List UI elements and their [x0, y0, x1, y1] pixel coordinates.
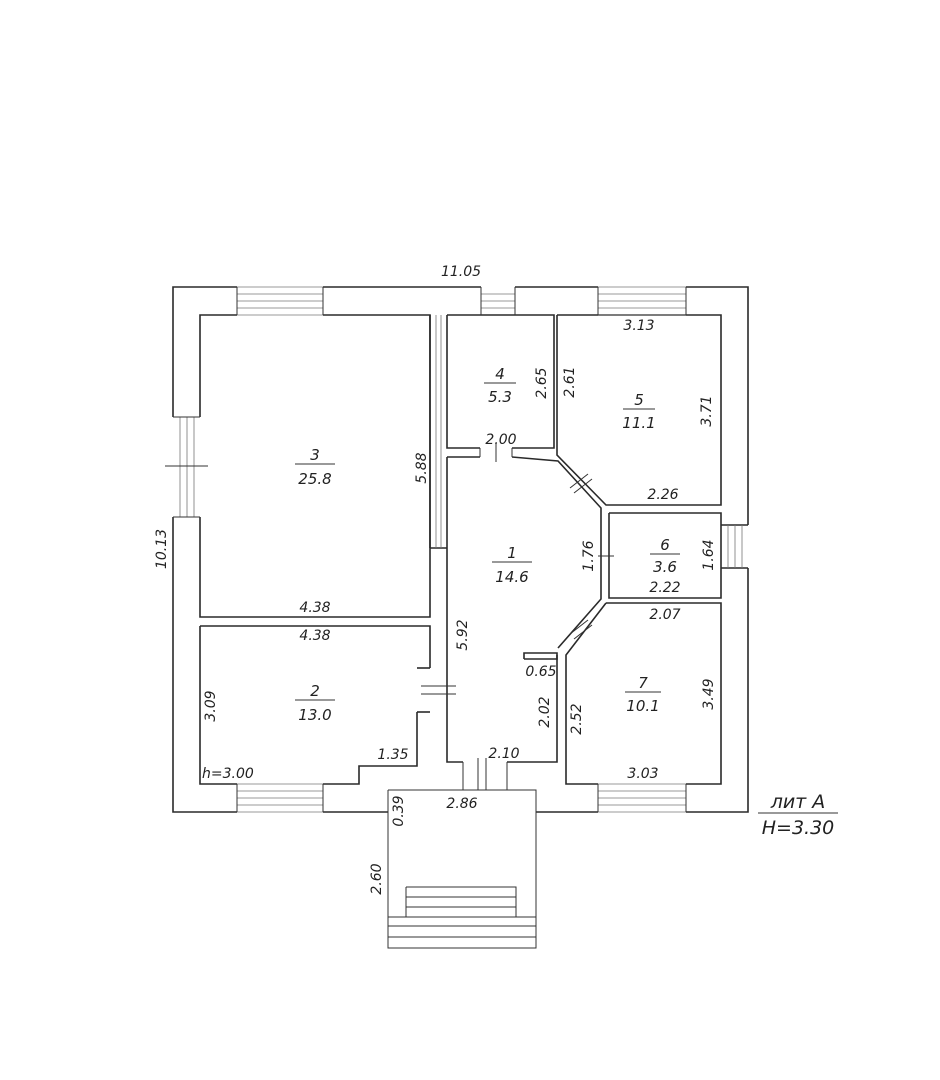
dim-r2-left: 3.09 — [203, 690, 219, 721]
room-number: 7 — [638, 674, 648, 692]
porch — [387, 789, 537, 949]
dim-r6-right: 1.64 — [701, 539, 717, 570]
room-area: 5.3 — [488, 388, 512, 406]
dim-porch-top: 0.39 — [391, 795, 407, 826]
dim-r6-bottom: 2.22 — [649, 580, 680, 596]
window-bottom-right — [597, 783, 687, 813]
dim-r3-right: 5.88 — [414, 452, 430, 483]
partition-passage — [435, 315, 442, 548]
dim-r7-top: 2.07 — [649, 607, 680, 623]
room-area: 25.8 — [298, 470, 331, 488]
windows — [165, 286, 743, 813]
room-number: 1 — [507, 544, 517, 562]
dim-r2-notch: 1.35 — [377, 747, 408, 763]
dim-r4-bottom: 2.00 — [485, 432, 516, 448]
dim-r5-left: 2.61 — [562, 366, 578, 397]
dimension-labels: 11.05 10.13 5.88 4.38 4.38 3.09 1.35 h=3… — [154, 264, 717, 895]
room-5-label: 5 11.1 — [622, 391, 655, 432]
room-7-label: 7 10.1 — [625, 674, 661, 715]
dim-r7-left: 2.52 — [569, 703, 585, 734]
dim-porch-width: 2.86 — [446, 796, 477, 812]
room-3-label: 3 25.8 — [295, 446, 335, 488]
dim-r1-right-mid: 1.76 — [581, 540, 597, 571]
window-right — [727, 525, 743, 568]
window-bottom-left — [236, 783, 324, 813]
room-number: 5 — [634, 391, 644, 409]
room-6-label: 6 3.6 — [650, 536, 680, 576]
building-legend: лит А H=3.30 — [758, 791, 838, 839]
outer-walls — [172, 286, 749, 813]
dim-r2-height: h=3.00 — [202, 766, 254, 782]
room-area: 11.1 — [622, 414, 655, 432]
window-top-left — [236, 286, 324, 316]
room-area: 14.6 — [495, 568, 528, 586]
room-number: 4 — [495, 365, 505, 383]
dim-porch-depth: 2.60 — [369, 863, 385, 894]
dim-stub: 0.65 — [525, 664, 556, 680]
dim-r5-top: 3.13 — [623, 318, 654, 334]
dim-overall-depth: 10.13 — [154, 529, 170, 569]
dim-r1-bottom: 2.10 — [488, 746, 519, 762]
dim-overall-width: 11.05 — [441, 264, 481, 280]
dim-r5-bottom: 2.26 — [647, 487, 678, 503]
room-1-label: 1 14.6 — [492, 544, 532, 586]
dim-r7-right: 3.49 — [701, 678, 717, 709]
room-area: 3.6 — [653, 558, 677, 576]
inner-walls — [199, 314, 748, 785]
room-4-label: 4 5.3 — [484, 365, 516, 406]
room-number: 2 — [310, 682, 320, 700]
dim-r5-right: 3.71 — [699, 395, 715, 426]
dim-r1-lower-right: 2.02 — [537, 696, 553, 727]
window-left — [165, 416, 208, 518]
room-labels: 3 25.8 2 13.0 4 5.3 5 11.1 1 14.6 6 3.6 — [295, 365, 680, 724]
legend-height: H=3.30 — [762, 817, 835, 839]
door-marks — [421, 444, 614, 790]
legend-title: лит А — [770, 791, 826, 813]
window-top-center — [480, 287, 516, 315]
room-number: 6 — [660, 536, 670, 554]
dim-r3-bottom: 4.38 — [299, 600, 330, 616]
room-number: 3 — [310, 446, 320, 464]
dim-r1-left: 5.92 — [455, 619, 471, 650]
window-top-right — [597, 286, 687, 316]
room-area: 13.0 — [298, 706, 331, 724]
dim-r4-right: 2.65 — [534, 367, 550, 398]
dim-r7-bottom: 3.03 — [627, 766, 658, 782]
dim-r2-top: 4.38 — [299, 628, 330, 644]
room-area: 10.1 — [626, 697, 659, 715]
room-2-label: 2 13.0 — [295, 682, 335, 724]
